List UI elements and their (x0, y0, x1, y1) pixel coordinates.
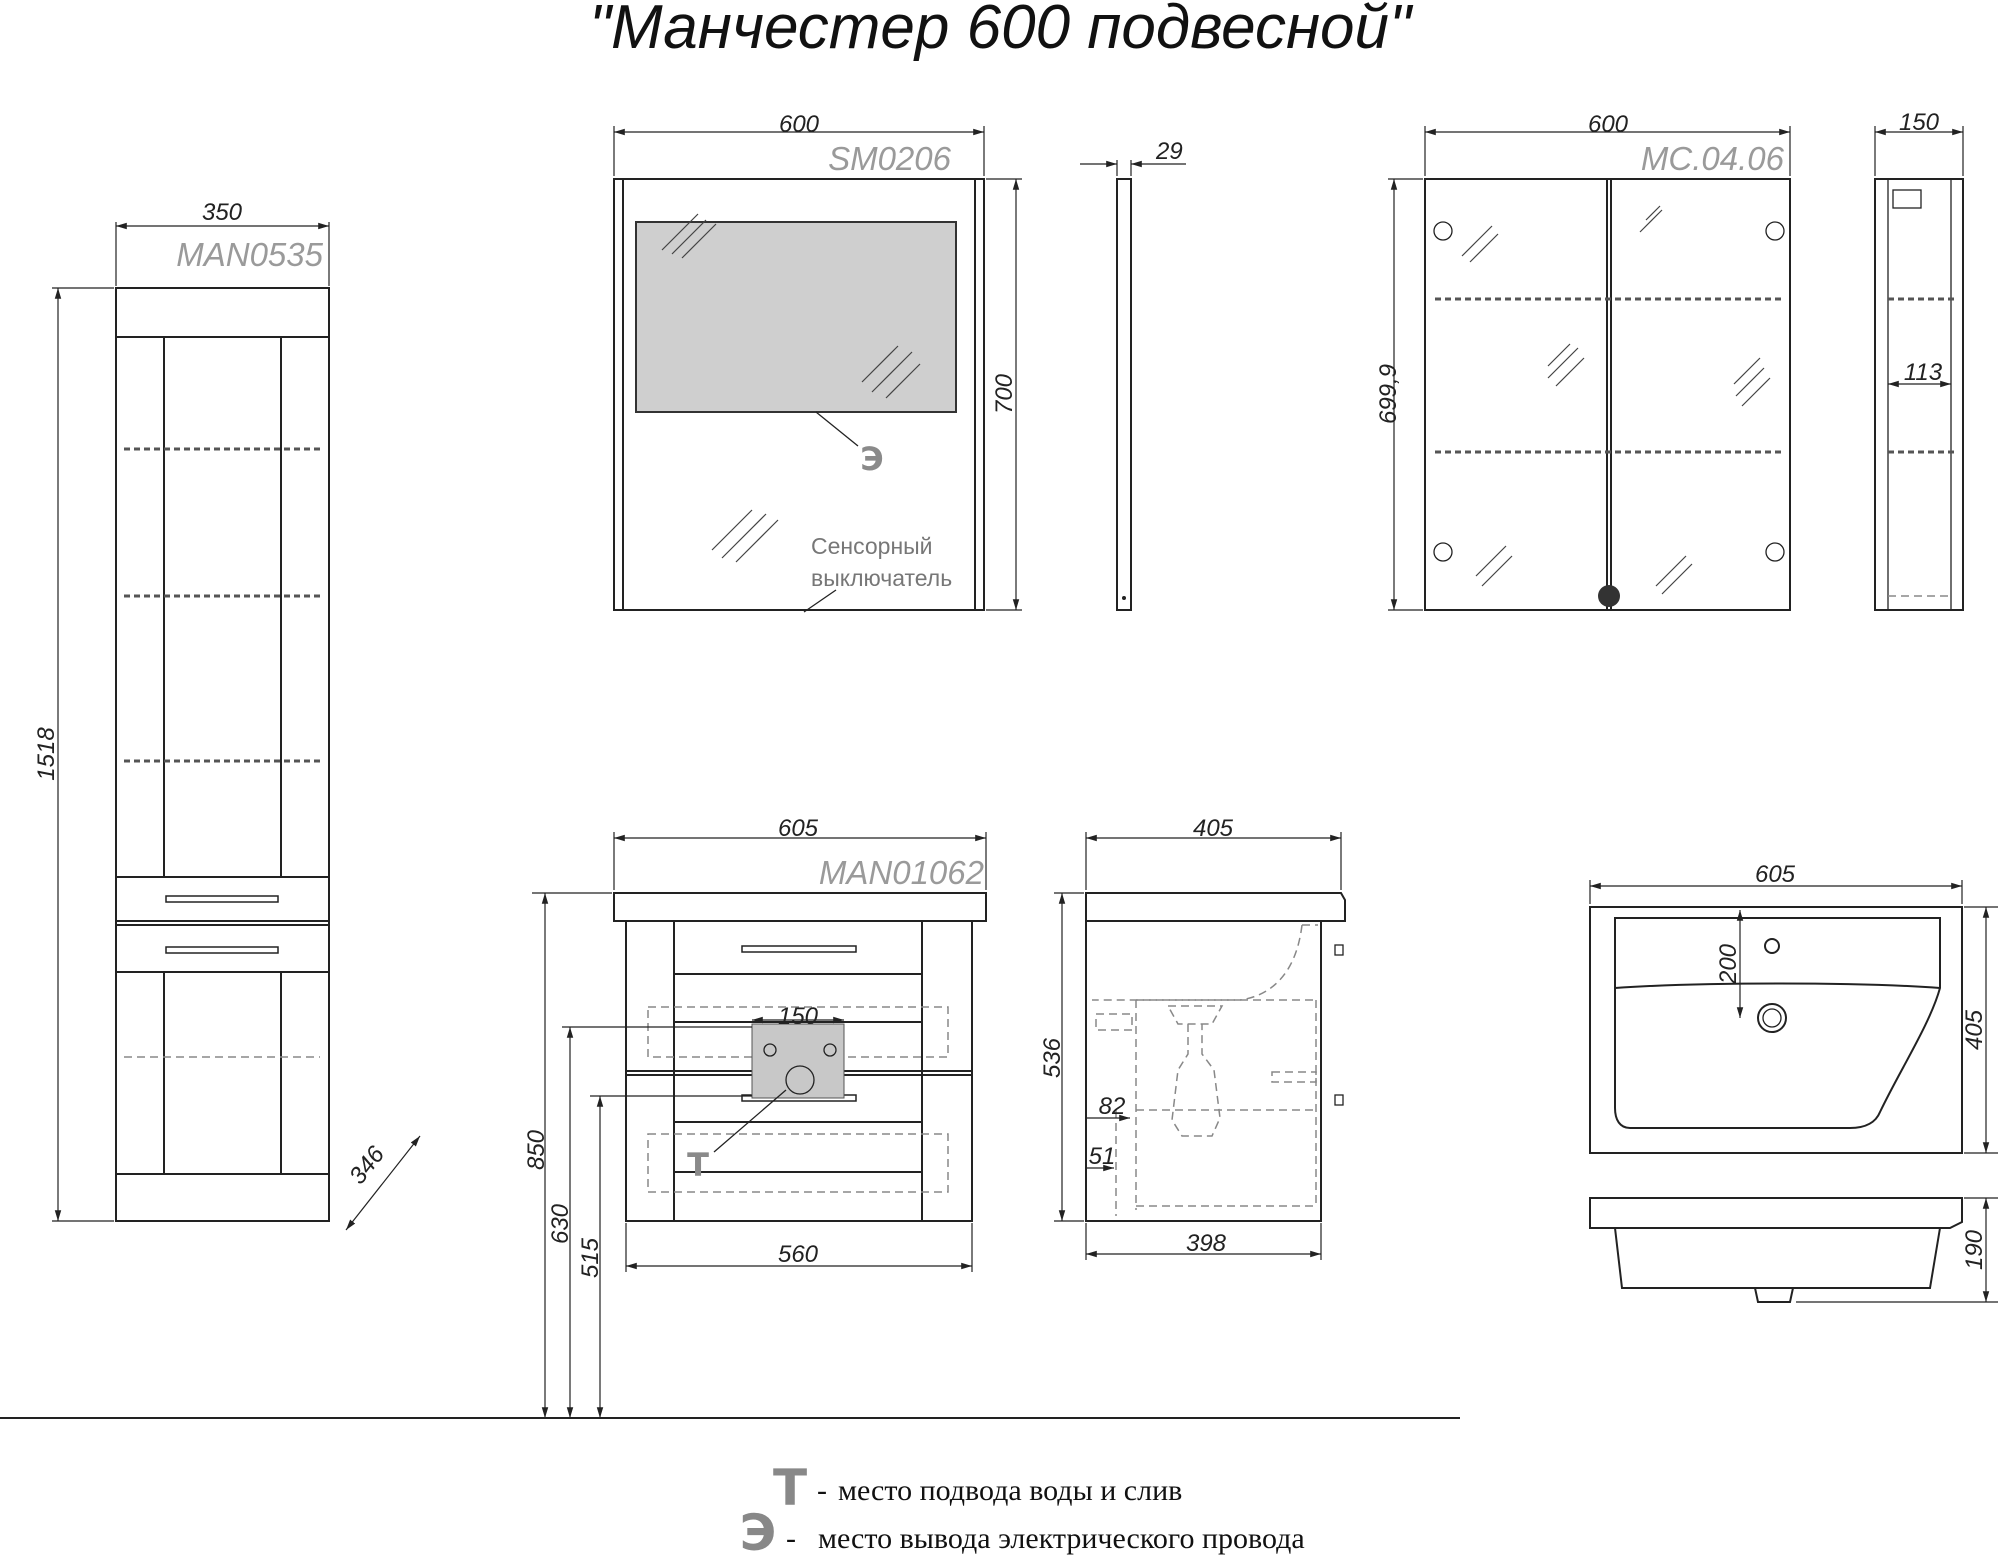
side-depth-bottom-label: 398 (1186, 1230, 1227, 1257)
vanity-height-850-label: 850 (523, 1129, 550, 1170)
side-height-label: 536 (1039, 1037, 1066, 1078)
drawer-handle (165, 946, 279, 954)
vanity-top-width-label: 605 (778, 815, 819, 842)
side-depth-top-label: 405 (1193, 815, 1234, 842)
column-height-label: 1518 (33, 727, 60, 781)
electric-marker: Э (860, 440, 883, 478)
vanity-height-515-label: 515 (577, 1237, 604, 1278)
sensor-switch-note-2: выключатель (811, 565, 952, 591)
sink-top-drawing: 605 200 405 (1589, 861, 1998, 1154)
sink-width-label: 605 (1755, 861, 1796, 888)
mirror-width-label: 600 (779, 111, 820, 138)
legend-electric-text: место вывода электрического провода (818, 1522, 1305, 1555)
cabinet-depth-label: 150 (1899, 109, 1940, 136)
legend-water-dash: - (817, 1474, 827, 1507)
cabinet-knob (1598, 585, 1620, 607)
side-dim-51-label: 51 (1089, 1143, 1116, 1170)
legend-electric-dash: - (786, 1522, 796, 1555)
side-dim-82-label: 82 (1099, 1093, 1126, 1120)
legend-water-symbol: Т (773, 1459, 807, 1517)
vanity-side-drawing: 405 82 51 536 398 (1039, 815, 1346, 1260)
sink-tap-offset-label: 200 (1715, 943, 1742, 985)
cabinet-shelf-depth-label: 113 (1904, 359, 1943, 386)
legend: Т - место подвода воды и слив Э - место … (740, 1459, 1305, 1558)
legend-water-text: место подвода воды и слив (838, 1474, 1182, 1507)
mirror-height-label: 700 (991, 373, 1018, 414)
plumbing-width-label: 150 (778, 1003, 819, 1030)
cabinet-height-label: 699,9 (1375, 364, 1402, 424)
cabinet-drawing: 600 MC.04.06 699,9 150 (1375, 109, 1964, 611)
column-drawing: 350 MAN0535 1518 346 (33, 199, 421, 1231)
mirror-backlight-panel (635, 221, 957, 413)
drawer-handle (165, 895, 279, 903)
sink-height-label: 190 (1961, 1229, 1988, 1270)
vanity-code: MAN01062 (819, 854, 984, 891)
plumbing-zone (751, 1023, 845, 1099)
sink-depth-label: 405 (1961, 1009, 1988, 1050)
mirror-depth-label: 29 (1155, 138, 1183, 165)
column-width-label: 350 (202, 199, 243, 226)
vanity-body-width-label: 560 (778, 1241, 819, 1268)
mirror-drawing: 600 SM0206 Э Сенсорный выключатель 700 2… (613, 111, 1186, 613)
vanity-front-drawing: 605 MAN01062 150 Т 560 85 (0, 815, 1460, 1419)
water-marker: Т (687, 1146, 709, 1184)
legend-electric-symbol: Э (740, 1504, 777, 1558)
drawer-handle (741, 945, 857, 953)
vanity-height-630-label: 630 (547, 1203, 574, 1244)
cabinet-code: MC.04.06 (1641, 140, 1785, 177)
mirror-code: SM0206 (828, 140, 952, 177)
sensor-switch-note-1: Сенсорный (811, 533, 933, 559)
drawing-title: "Манчестер 600 подвесной" (589, 0, 1414, 62)
cabinet-width-label: 600 (1588, 111, 1629, 138)
sink-front-drawing: 190 (1589, 1197, 1998, 1303)
column-code: MAN0535 (176, 236, 323, 273)
